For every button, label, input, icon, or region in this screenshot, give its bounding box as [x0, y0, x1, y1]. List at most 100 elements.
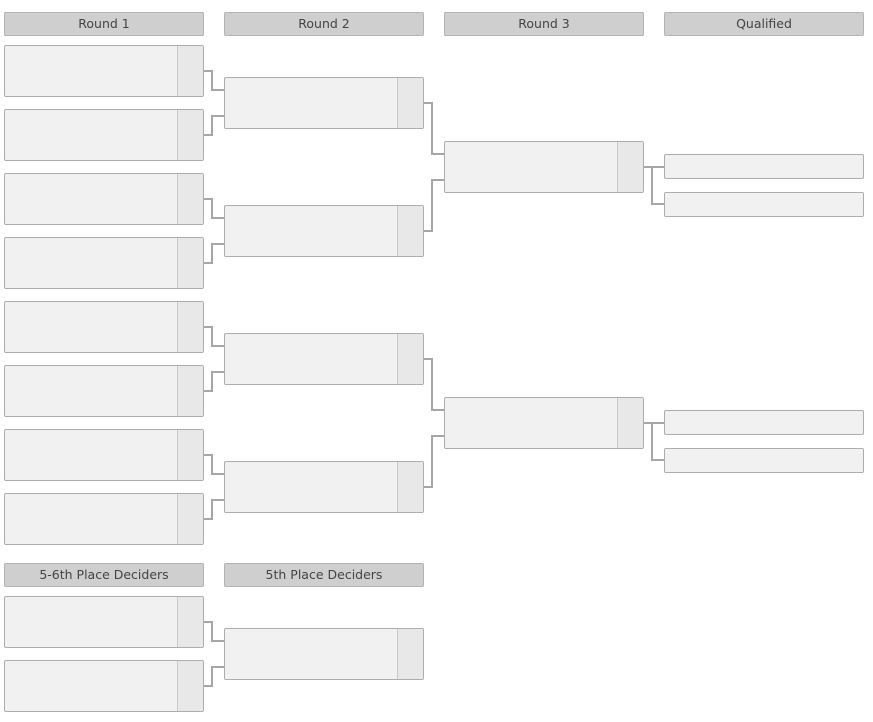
team-name[interactable] [225, 206, 397, 231]
team-name[interactable] [445, 142, 617, 167]
team-slot[interactable] [225, 206, 423, 231]
team-slot[interactable] [225, 103, 423, 128]
team-name[interactable] [445, 423, 617, 448]
team-name[interactable] [5, 661, 177, 686]
team-score[interactable] [177, 519, 203, 544]
team-score[interactable] [397, 103, 423, 128]
team-score[interactable] [177, 71, 203, 96]
team-score[interactable] [397, 206, 423, 231]
team-score[interactable] [617, 423, 643, 448]
team-score[interactable] [177, 46, 203, 71]
team-slot[interactable] [225, 654, 423, 679]
qualified-slot[interactable] [664, 192, 864, 217]
team-score[interactable] [617, 167, 643, 192]
team-name[interactable] [225, 462, 397, 487]
team-name[interactable] [225, 487, 397, 512]
team-slot[interactable] [445, 423, 643, 448]
team-name[interactable] [225, 334, 397, 359]
team-slot[interactable] [5, 110, 203, 135]
team-score[interactable] [177, 302, 203, 327]
team-slot[interactable] [5, 494, 203, 519]
team-score[interactable] [397, 231, 423, 256]
team-slot[interactable] [5, 174, 203, 199]
team-score[interactable] [617, 142, 643, 167]
team-score[interactable] [177, 199, 203, 224]
team-score[interactable] [397, 359, 423, 384]
team-score[interactable] [177, 597, 203, 622]
team-slot[interactable] [5, 238, 203, 263]
team-name[interactable] [5, 327, 177, 352]
team-score[interactable] [617, 398, 643, 423]
team-slot[interactable] [5, 430, 203, 455]
team-name[interactable] [445, 167, 617, 192]
team-slot[interactable] [225, 359, 423, 384]
team-name[interactable] [5, 455, 177, 480]
team-score[interactable] [177, 391, 203, 416]
team-slot[interactable] [445, 142, 643, 167]
team-name[interactable] [5, 622, 177, 647]
team-slot[interactable] [5, 302, 203, 327]
team-slot[interactable] [5, 686, 203, 711]
team-name[interactable] [5, 174, 177, 199]
team-score[interactable] [177, 661, 203, 686]
team-name[interactable] [225, 654, 397, 679]
team-score[interactable] [177, 174, 203, 199]
team-slot[interactable] [5, 366, 203, 391]
team-name[interactable] [5, 391, 177, 416]
team-slot[interactable] [5, 71, 203, 96]
team-score[interactable] [177, 238, 203, 263]
team-name[interactable] [5, 366, 177, 391]
team-name[interactable] [5, 686, 177, 711]
team-slot[interactable] [5, 391, 203, 416]
qualified-slot[interactable] [664, 410, 864, 435]
team-name[interactable] [5, 597, 177, 622]
team-score[interactable] [177, 110, 203, 135]
team-score[interactable] [177, 686, 203, 711]
team-name[interactable] [5, 110, 177, 135]
team-score[interactable] [177, 430, 203, 455]
team-score[interactable] [397, 334, 423, 359]
team-score[interactable] [177, 366, 203, 391]
team-name[interactable] [5, 238, 177, 263]
team-slot[interactable] [5, 327, 203, 352]
team-score[interactable] [397, 654, 423, 679]
team-slot[interactable] [5, 46, 203, 71]
team-name[interactable] [5, 71, 177, 96]
team-name[interactable] [5, 494, 177, 519]
team-name[interactable] [225, 359, 397, 384]
team-slot[interactable] [225, 629, 423, 654]
team-slot[interactable] [225, 334, 423, 359]
team-score[interactable] [177, 622, 203, 647]
team-score[interactable] [177, 263, 203, 288]
team-score[interactable] [397, 462, 423, 487]
team-name[interactable] [5, 302, 177, 327]
team-slot[interactable] [445, 398, 643, 423]
team-name[interactable] [5, 135, 177, 160]
team-slot[interactable] [445, 167, 643, 192]
team-name[interactable] [225, 231, 397, 256]
team-slot[interactable] [5, 519, 203, 544]
team-score[interactable] [177, 135, 203, 160]
team-slot[interactable] [5, 455, 203, 480]
team-score[interactable] [177, 494, 203, 519]
team-name[interactable] [5, 430, 177, 455]
qualified-slot[interactable] [664, 154, 864, 179]
team-name[interactable] [225, 103, 397, 128]
team-score[interactable] [177, 327, 203, 352]
team-score[interactable] [177, 455, 203, 480]
team-name[interactable] [225, 78, 397, 103]
team-slot[interactable] [225, 78, 423, 103]
team-slot[interactable] [5, 263, 203, 288]
team-name[interactable] [445, 398, 617, 423]
team-slot[interactable] [5, 597, 203, 622]
team-name[interactable] [225, 629, 397, 654]
qualified-slot[interactable] [664, 448, 864, 473]
team-name[interactable] [5, 519, 177, 544]
team-score[interactable] [397, 629, 423, 654]
team-score[interactable] [397, 487, 423, 512]
team-name[interactable] [5, 263, 177, 288]
team-slot[interactable] [5, 661, 203, 686]
team-slot[interactable] [225, 231, 423, 256]
team-name[interactable] [5, 46, 177, 71]
team-name[interactable] [5, 199, 177, 224]
